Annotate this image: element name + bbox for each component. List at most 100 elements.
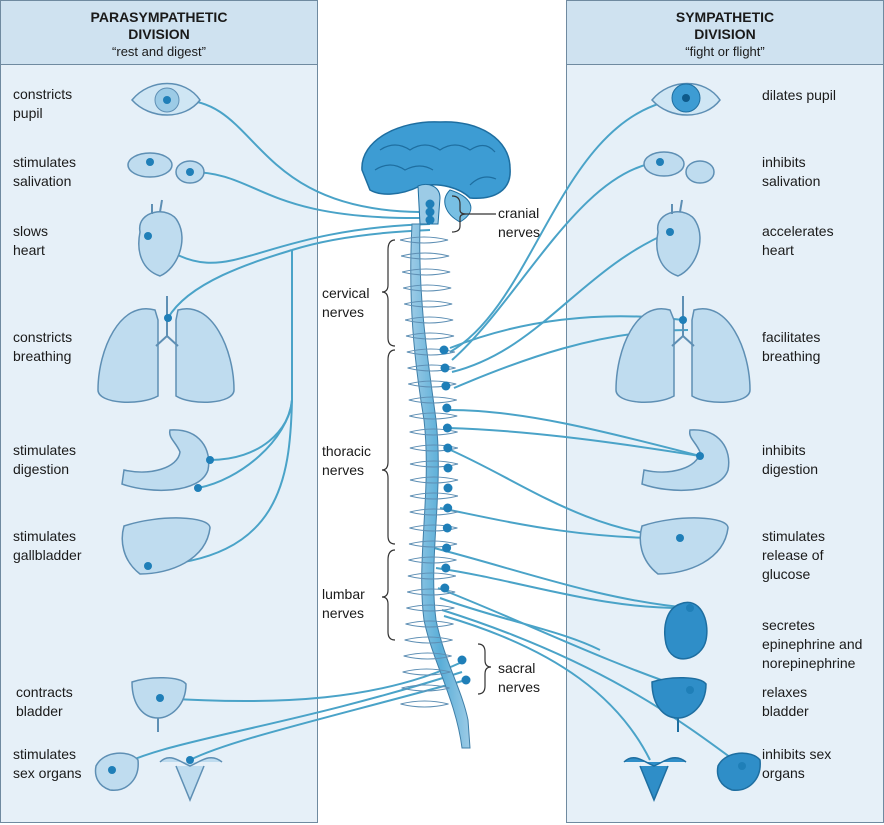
sympathetic-nerves — [433, 97, 743, 767]
organ-endpoint-dots — [108, 158, 746, 774]
right-label-heart: accelerates heart — [762, 223, 834, 258]
sympathetic-subtitle: “fight or flight” — [685, 44, 765, 59]
vertebra — [407, 572, 456, 580]
region-brackets — [381, 195, 496, 695]
left-stomach — [121, 429, 210, 492]
vertebra — [407, 364, 456, 372]
vertebra — [406, 348, 455, 356]
vertebra — [408, 380, 457, 388]
vertebra — [404, 316, 454, 324]
vertebra — [409, 460, 459, 468]
spine-node — [442, 403, 452, 413]
right-label-salivation: inhibits salivation — [762, 154, 821, 189]
left-label-bladder: contracts bladder — [16, 684, 73, 719]
left-label-salivation: stimulates salivation — [13, 154, 77, 189]
right-stomach — [641, 429, 730, 492]
right-sex-organs — [623, 752, 761, 802]
spine-node — [442, 523, 452, 533]
parasympathetic-nerves — [111, 99, 467, 771]
right-label-glucose: stimulates release of glucose — [762, 528, 826, 582]
right-label-pupil: dilates pupil — [762, 87, 836, 103]
spine-node — [443, 463, 453, 473]
spine-node — [440, 363, 450, 373]
parasympathetic-subtitle: “rest and digest” — [112, 44, 206, 59]
right-label-bladder: relaxes bladder — [762, 684, 809, 719]
left-lungs — [97, 296, 235, 403]
spine-node — [439, 345, 449, 355]
left-eye — [131, 82, 201, 116]
vertebra — [408, 396, 457, 404]
vertebra — [401, 684, 450, 692]
right-label-sex-organs: inhibits sex organs — [762, 746, 832, 781]
sacral-nerves-label: sacral nerves — [498, 660, 541, 695]
lumbar-nerves-label: lumbar nerves — [322, 586, 365, 621]
left-bladder — [131, 677, 187, 732]
left-label-sex-organs: stimulates sex organs — [13, 746, 82, 781]
vertebra — [407, 588, 456, 596]
vertebra — [409, 428, 458, 436]
spine-node — [425, 199, 435, 209]
left-label-breathing: constricts breathing — [13, 329, 73, 364]
spine-nodes — [425, 199, 471, 685]
spine-node — [443, 503, 453, 513]
vertebra — [405, 332, 455, 340]
vertebra — [408, 556, 457, 564]
vertebra — [409, 492, 459, 500]
vertebra — [408, 540, 458, 548]
sympathetic-title: SYMPATHETIC DIVISION — [675, 9, 775, 42]
spine-node — [461, 675, 471, 685]
vertebrae — [399, 236, 459, 708]
vertebra — [409, 444, 458, 452]
left-label-gallbladder: stimulates gallbladder — [13, 528, 82, 563]
cervical-nerves-label: cervical nerves — [322, 285, 370, 320]
vertebra — [409, 524, 458, 532]
brain — [361, 121, 511, 225]
sympathetic-panel: SYMPATHETIC DIVISION “fight or flight” — [566, 0, 884, 823]
spine-node — [457, 655, 467, 665]
right-label-digestion: inhibits digestion — [762, 442, 819, 477]
spine-node — [443, 483, 453, 493]
left-liver — [121, 517, 211, 575]
parasympathetic-header: PARASYMPATHETIC DIVISION “rest and diges… — [1, 1, 317, 65]
vertebra — [406, 604, 455, 612]
left-heart — [138, 199, 183, 277]
vertebra — [404, 636, 453, 644]
vertebra — [409, 476, 459, 484]
spine-node — [440, 583, 450, 593]
vertebra — [399, 236, 449, 244]
right-salivary-glands — [643, 151, 715, 184]
spine-node — [425, 215, 435, 225]
right-eye — [651, 82, 721, 116]
left-label-digestion: stimulates digestion — [13, 442, 77, 477]
spine-node — [443, 443, 453, 453]
sympathetic-header: SYMPATHETIC DIVISION “fight or flight” — [567, 1, 883, 65]
vertebra — [400, 252, 450, 260]
spinal-column — [399, 223, 471, 749]
vertebra — [409, 508, 458, 516]
right-label-epinephrine: secretes epinephrine and norepinephrine — [762, 617, 863, 671]
vertebra — [403, 284, 452, 292]
vertebra — [405, 620, 454, 628]
vertebra — [401, 268, 451, 276]
right-bladder — [651, 677, 707, 732]
spine-node — [441, 563, 451, 573]
thoracic-nerves-label: thoracic nerves — [322, 443, 372, 478]
parasympathetic-title: PARASYMPATHETIC DIVISION — [90, 9, 228, 42]
right-lungs — [615, 296, 751, 403]
right-liver — [639, 517, 729, 575]
cranial-nerves-label: cranial nerves — [498, 205, 541, 240]
left-label-heart: slows heart — [13, 223, 49, 258]
left-salivary-glands — [127, 152, 205, 184]
spine-node — [442, 543, 452, 553]
right-heart — [656, 199, 701, 277]
left-label-pupil: constricts pupil — [13, 86, 73, 121]
right-adrenal-kidney — [664, 601, 708, 660]
vertebra — [400, 700, 449, 708]
vertebra — [404, 300, 453, 308]
left-sex-organs — [94, 752, 223, 802]
right-label-breathing: facilitates breathing — [762, 329, 821, 364]
vertebra — [402, 668, 451, 676]
spine-node — [441, 381, 451, 391]
vertebra — [409, 412, 458, 420]
